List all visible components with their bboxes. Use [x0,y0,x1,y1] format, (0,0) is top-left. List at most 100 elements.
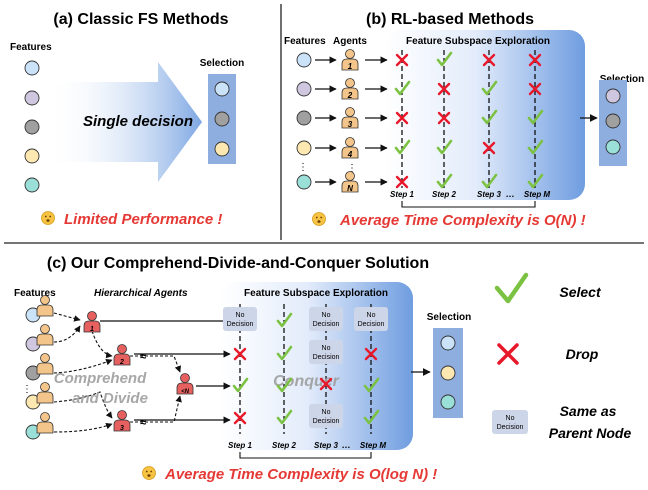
feature-node [24,148,40,164]
happy-emoji-icon [142,466,156,480]
hierarchical-agent: 2 [113,344,131,366]
feature-node [24,90,40,106]
single-decision-label: Single decision [83,113,193,130]
feature-node [296,110,312,126]
squiggle-mark: ≈ [140,417,146,429]
rl-agent: 4 [341,137,359,159]
svg-text:2: 2 [347,91,353,100]
svg-text:3: 3 [120,425,124,432]
single-decision-arrow [48,62,202,182]
drop-legend-icon [497,343,519,365]
legend: Select Drop No Decision Same as Parent N… [492,272,632,441]
feature-node [296,52,312,68]
svg-text:Decision: Decision [313,354,340,361]
svg-text:N: N [347,184,353,193]
panel-b-selection-label: Selection [600,74,644,85]
rl-agent: 1 [341,49,359,71]
panel-a-selection-label: Selection [200,58,244,69]
steps-bracket [239,452,372,459]
feature-node [296,140,312,156]
hierarchy-links [53,312,182,433]
selected-feature-node [214,81,230,97]
feature-ellipsis: ⋮ [298,162,308,173]
svg-text:Decision: Decision [358,321,385,328]
svg-text:Decision: Decision [313,418,340,425]
hierarchical-agent: 3 [113,410,131,432]
panel-a-result-text: Limited Performance ! [64,211,222,228]
step-ellipsis: … [342,440,351,450]
panel-a: (a) Classic FS Methods Features Single d… [10,11,244,228]
selected-feature-node [440,335,456,351]
panel-c-features-label: Features [14,288,56,299]
selected-feature-node [605,139,621,155]
panel-c-exploration-label: Feature Subspace Exploration [244,288,388,299]
panel-a-title: (a) Classic FS Methods [53,11,228,28]
panel-b-exploration-label: Feature Subspace Exploration [406,36,550,47]
svg-text:No: No [367,312,376,319]
feature-node [296,174,312,190]
agent-ellipsis: ⋮ [347,163,357,174]
legend-drop-label: Drop [566,346,599,362]
feature-node [24,119,40,135]
panel-c: (c) Our Comprehend-Divide-and-Conquer So… [14,255,471,483]
step-label: Step 3 [314,441,339,450]
panel-c-selection-label: Selection [427,312,471,323]
steps-bracket [401,201,536,208]
svg-text:No: No [506,415,515,422]
feature-agent-arrows [315,56,337,186]
panel-b: (b) RL-based Methods Features Agents Fea… [284,11,644,229]
selected-feature-node [440,394,456,410]
svg-text:2: 2 [119,359,124,366]
svg-text:Decision: Decision [497,424,524,431]
selected-feature-node [214,141,230,157]
agent-exploration-arrows [100,317,231,424]
feature-with-agent [25,324,54,352]
step-label: Step 2 [272,441,297,450]
legend-same-label-line2: Parent Node [549,425,632,441]
agent-exploration-arrows [365,56,388,186]
step-label: Step 3 [477,190,502,199]
squiggle-mark: ≈ [140,351,146,363]
svg-text:3: 3 [348,120,353,129]
feature-with-agent [25,353,54,381]
worried-emoji-icon [41,211,55,225]
panel-c-agents-label: Hierarchical Agents [94,288,188,299]
panel-b-result-text: Average Time Complexity is O(N) ! [339,212,586,229]
rl-agent: 2 [341,78,359,100]
svg-text:1: 1 [348,62,353,71]
panel-b-features-label: Features [284,36,326,47]
selected-feature-node [605,88,621,104]
feature-with-agent [25,412,54,440]
step-label: Step 2 [432,190,457,199]
panel-c-title: (c) Our Comprehend-Divide-and-Conquer So… [47,255,429,272]
feature-node [24,177,40,193]
worried-emoji-icon [312,212,326,226]
hierarchical-agent: 1 [83,311,101,333]
rl-agent: N [341,171,359,193]
selected-feature-node [214,111,230,127]
hierarchical-agent: <N [176,373,194,395]
step-label: Step M [360,441,387,450]
step-label: Step 1 [390,190,415,199]
divide-label: and Divide [72,390,148,407]
feature-ellipsis: ⋮ [22,384,32,395]
select-legend-icon [494,272,529,304]
no-decision-legend-icon: No Decision [492,410,528,434]
legend-select-label: Select [559,284,602,300]
panel-b-agents-label: Agents [333,36,367,47]
step-label: Step 1 [228,441,253,450]
feature-with-agent [25,295,54,323]
rl-agent: 3 [341,107,359,129]
svg-text:Decision: Decision [227,321,254,328]
feature-node [24,60,40,76]
svg-text:<N: <N [181,389,190,395]
svg-text:No: No [322,409,331,416]
comprehend-label: Comprehend [54,370,147,387]
svg-text:No: No [236,312,245,319]
step-label: Step M [524,190,551,199]
